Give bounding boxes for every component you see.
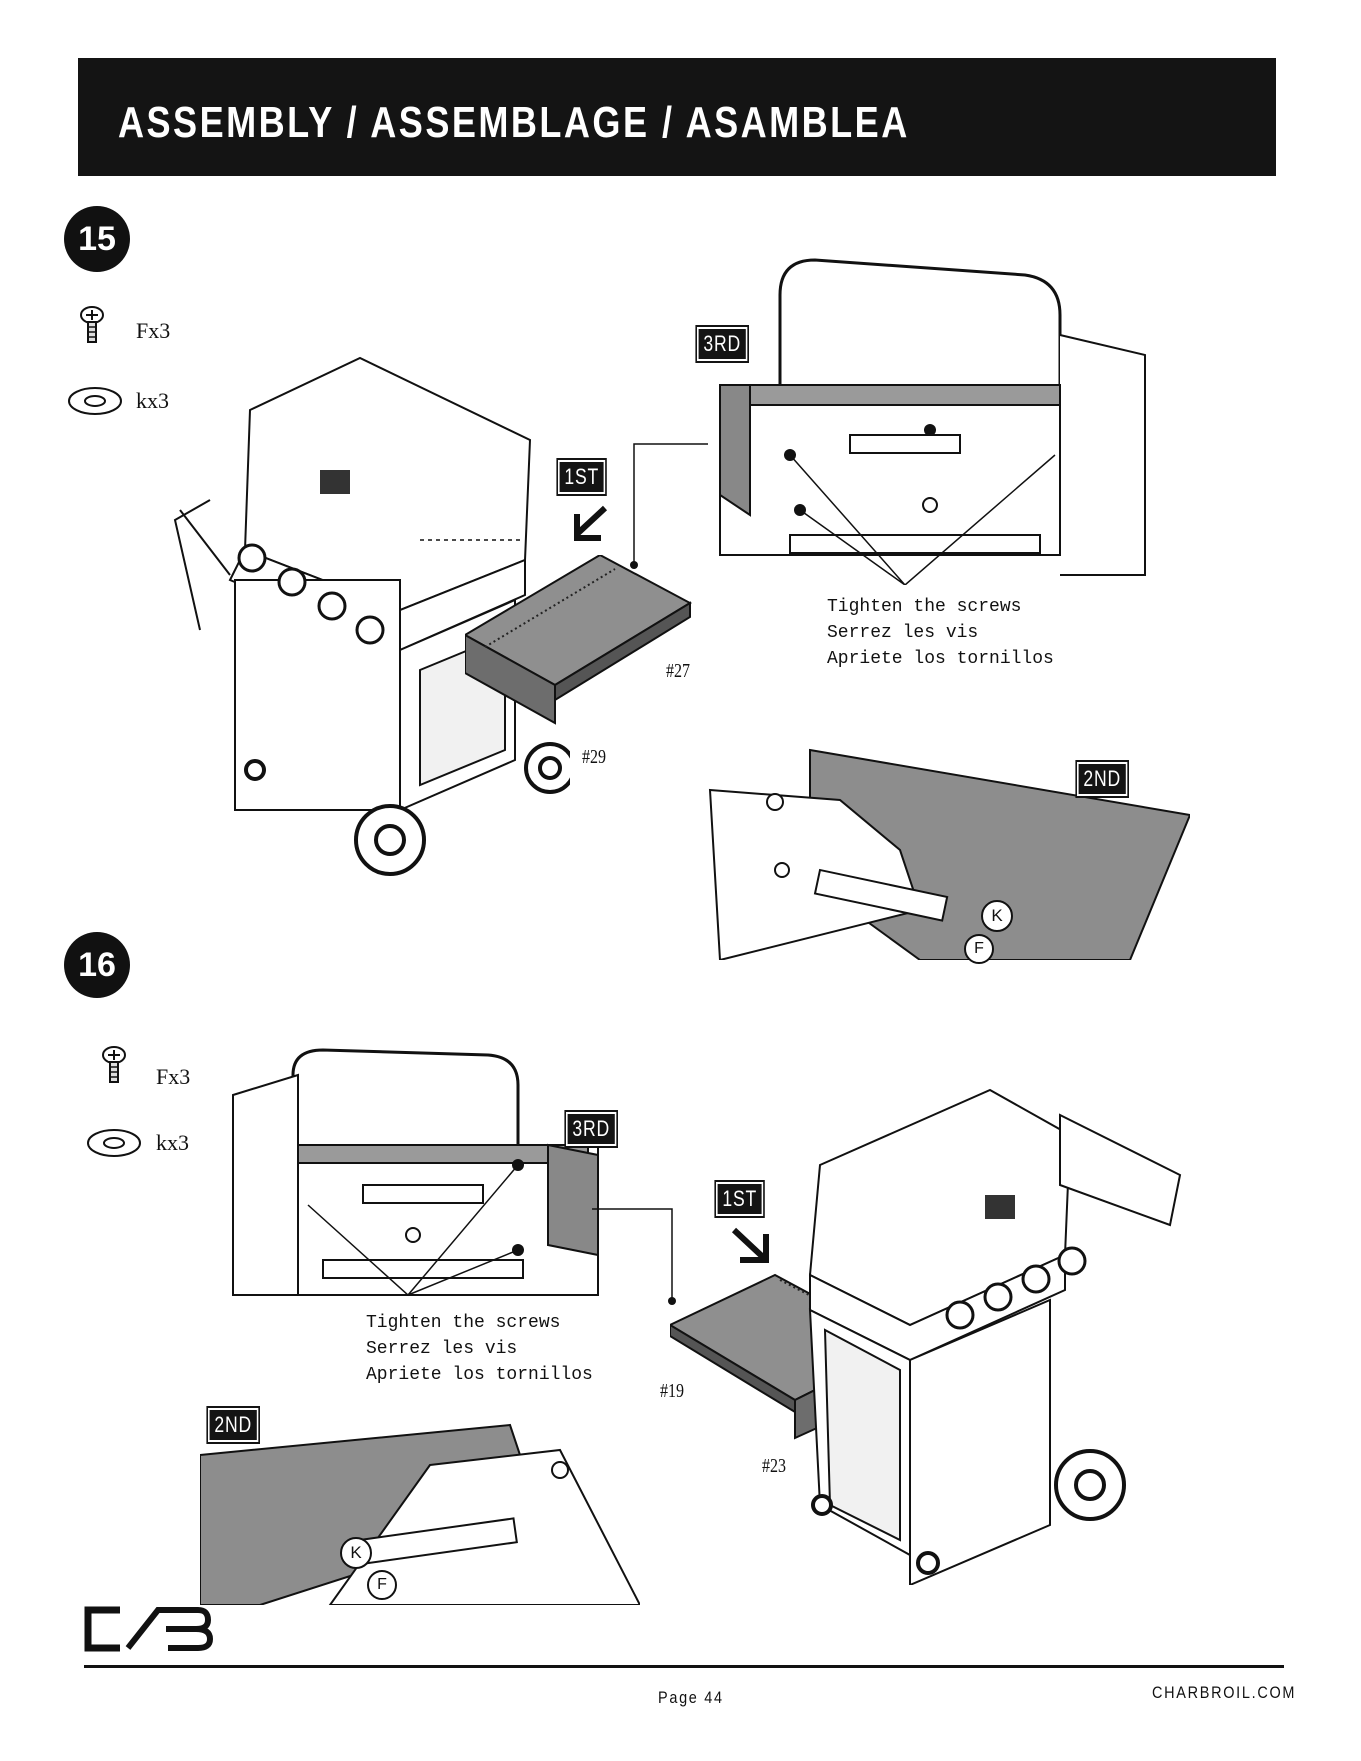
arrow-down-left-icon [565,500,613,548]
hardware-k-label: kx3 [156,1130,189,1156]
part-number-27: #27 [666,660,690,683]
instruction-en: Tighten the screws [827,597,1021,617]
washer-icon [85,1127,143,1159]
part-number-23: #23 [762,1455,786,1478]
page-header: ASSEMBLY / ASSEMBLAGE / ASAMBLEA [78,58,1276,176]
instruction-en: Tighten the screws [366,1313,560,1333]
hardware-k-label: kx3 [136,388,169,414]
step16-tag-second: 2ND [208,1408,258,1442]
detail-3rd-step16 [188,1045,618,1305]
part-number-29: #29 [582,746,606,769]
instruction-fr: Serrez les vis [366,1339,517,1359]
washer-icon [66,385,124,417]
screw-icon [70,305,114,345]
screw-icon [92,1045,136,1085]
detail-2nd-step16 [200,1405,640,1605]
side-shelf-27 [465,555,695,725]
instruction-es: Apriete los tornillos [827,649,1054,669]
instruction-fr: Serrez les vis [827,623,978,643]
step15-tag-second: 2ND [1077,762,1127,796]
detail-connector-15 [630,440,710,570]
website-link[interactable]: CHARBROIL.COM [1152,1683,1296,1703]
step16-tag-first: 1ST [716,1182,763,1216]
page-title: ASSEMBLY / ASSEMBLAGE / ASAMBLEA [118,98,910,148]
footer-divider [84,1665,1284,1668]
detail-3rd-step15 [700,255,1150,585]
callout-k-step16: K [340,1537,372,1569]
arrow-down-right-icon [726,1220,778,1272]
brand-logo [80,1604,220,1654]
hardware-f-label: Fx3 [136,318,170,344]
instruction-es: Apriete los tornillos [366,1365,593,1385]
callout-f-step15: F [964,934,994,964]
step16-tag-third: 3RD [566,1112,616,1146]
step16-instructions: Tighten the screws Serrez les vis Apriet… [366,1310,593,1388]
detail-connector-16 [590,1205,680,1305]
callout-k-step15: K [981,900,1013,932]
step15-tag-first: 1ST [558,460,605,494]
callout-f-step16: F [367,1570,397,1600]
step15-instructions: Tighten the screws Serrez les vis Apriet… [827,594,1054,672]
step-15-badge: 15 [64,206,130,272]
hardware-f-label: Fx3 [156,1064,190,1090]
step15-tag-third: 3RD [697,327,747,361]
page-number: Page 44 [658,1688,724,1708]
part-number-19: #19 [660,1380,684,1403]
step-16-badge: 16 [64,932,130,998]
grill-drawing-step16 [800,1085,1190,1585]
